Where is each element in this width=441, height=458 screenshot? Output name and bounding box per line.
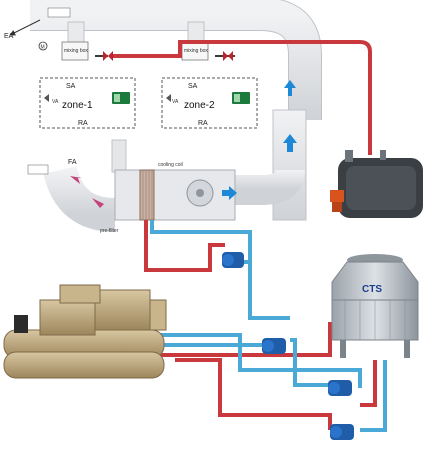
va-1-label: VA (52, 99, 59, 105)
zone-1-label: zone-1 (62, 100, 93, 111)
boiler (330, 150, 423, 218)
va-2-label: VA (172, 99, 179, 105)
thermostat-icon (112, 92, 130, 104)
chiller (4, 285, 166, 378)
thermostat-icon (232, 92, 250, 104)
air-handling-unit: cooling coil pre-filter (100, 162, 237, 234)
ra-2-label: RA (198, 120, 208, 127)
sa-2-label: SA (188, 83, 198, 90)
butterfly-valve-icon (223, 51, 233, 61)
fa-label: FA (68, 159, 77, 166)
tower-brand-label: CTS (362, 284, 382, 295)
pre-filter-label: pre-filter (100, 228, 119, 234)
zone-2-label: zone-2 (184, 100, 215, 111)
motor-label: M (41, 45, 45, 51)
pump-icon (262, 338, 286, 354)
mixing-box-2-label: mixing box (184, 48, 208, 54)
ea-label: EA (4, 33, 14, 40)
cooling-tower: CTS (332, 254, 418, 358)
zone-1: mixing box SA zone-1 VA RA (40, 22, 135, 128)
ra-1-label: RA (78, 120, 88, 127)
burner (330, 190, 344, 202)
mixing-box-1-label: mixing box (64, 48, 88, 54)
cooling-coil-label: cooling coil (158, 162, 183, 168)
zone-2: mixing box SA zone-2 VA RA (162, 22, 257, 128)
pump-icon (330, 424, 354, 440)
butterfly-valve-icon (103, 51, 113, 61)
sa-1-label: SA (66, 83, 76, 90)
pump-icon (222, 252, 244, 268)
pump-icon (328, 380, 352, 396)
